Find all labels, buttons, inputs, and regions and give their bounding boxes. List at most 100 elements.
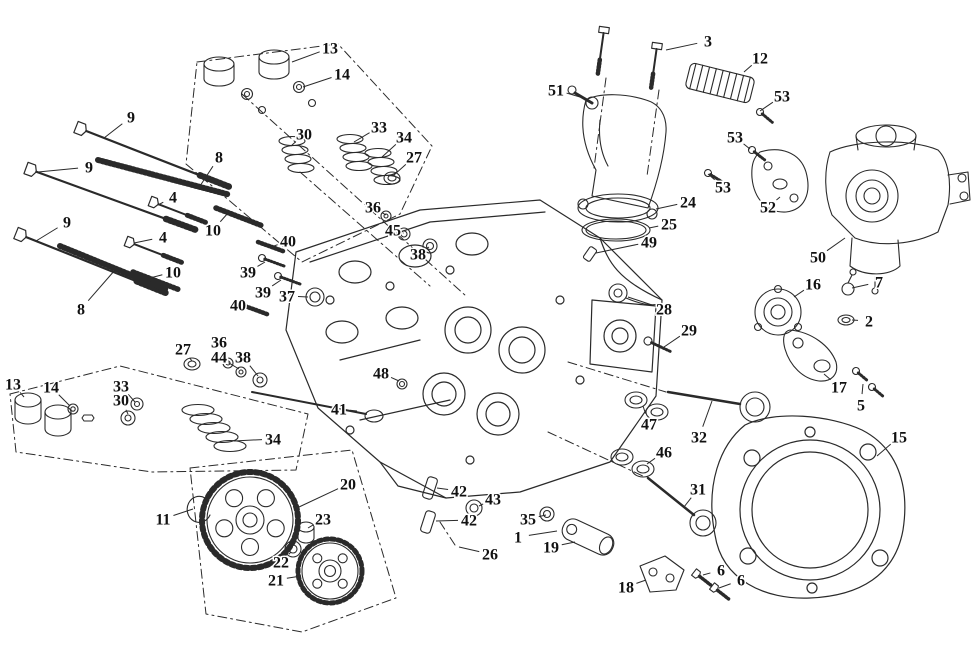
leader-line xyxy=(127,393,136,403)
part-number-label: 36 xyxy=(365,200,381,217)
part-number-label: 51 xyxy=(548,83,564,100)
part-callout-6-70: 6 xyxy=(702,561,727,581)
part-number-label: 13 xyxy=(5,377,21,394)
leader-line xyxy=(271,279,282,287)
part-number-label: 34 xyxy=(265,432,281,449)
part-callout-9-10: 9 xyxy=(37,158,95,178)
leader-line xyxy=(627,296,654,306)
leader-line xyxy=(743,143,751,150)
leader-line xyxy=(759,101,774,112)
part-callout-19-64: 19 xyxy=(542,538,576,558)
leader-line xyxy=(19,392,25,398)
part-callout-13-0: 13 xyxy=(291,39,340,63)
part-number-label: 28 xyxy=(656,302,672,319)
part-callout-38-21: 38 xyxy=(409,245,430,265)
part-callout-51-4: 51 xyxy=(547,81,581,101)
part-number-label: 36 xyxy=(211,335,227,352)
part-callout-9-11: 9 xyxy=(35,213,73,242)
part-callout-27-38: 27 xyxy=(174,340,193,362)
leader-line xyxy=(743,64,753,73)
part-callout-5-50: 5 xyxy=(856,383,867,416)
leader-line xyxy=(286,575,302,579)
temp-sensor-drawing xyxy=(841,268,857,296)
part-number-label: 39 xyxy=(255,285,271,302)
leader-line xyxy=(381,144,397,158)
part-number-label: 29 xyxy=(681,323,697,340)
part-callout-24-23: 24 xyxy=(655,193,698,213)
part-number-label: 53 xyxy=(727,130,743,147)
part-callout-20-56: 20 xyxy=(298,475,358,508)
leader-line xyxy=(248,307,255,311)
water-outlet-drawing xyxy=(753,268,885,399)
part-callout-7-36: 7 xyxy=(851,273,885,293)
part-number-label: 42 xyxy=(461,513,477,530)
part-number-label: 6 xyxy=(737,573,745,590)
leader-line xyxy=(58,394,71,407)
part-number-label: 16 xyxy=(805,277,821,294)
part-number-label: 6 xyxy=(717,563,725,580)
part-number-label: 17 xyxy=(831,380,847,397)
part-callout-30-15: 30 xyxy=(290,125,314,147)
leader-line xyxy=(826,237,846,252)
leader-line xyxy=(393,163,407,176)
part-number-label: 14 xyxy=(334,67,350,84)
part-number-label: 46 xyxy=(656,445,672,462)
part-callout-52-8: 52 xyxy=(759,196,781,218)
part-number-label: 4 xyxy=(159,230,167,247)
part-callout-35-61: 35 xyxy=(519,510,547,530)
part-callout-31-65: 31 xyxy=(683,480,708,508)
part-number-label: 40 xyxy=(230,298,246,315)
part-number-label: 53 xyxy=(774,89,790,106)
part-callout-39-30: 39 xyxy=(239,261,266,283)
part-callout-40-33: 40 xyxy=(229,296,255,316)
leader-line xyxy=(458,546,480,553)
part-number-label: 26 xyxy=(482,547,498,564)
leader-line xyxy=(707,173,716,181)
part-callout-8-12: 8 xyxy=(199,148,225,187)
leader-line xyxy=(35,227,58,242)
part-callout-9-9: 9 xyxy=(103,108,137,139)
part-callout-18-69: 18 xyxy=(617,578,647,598)
part-number-label: 27 xyxy=(406,150,422,167)
part-number-label: 19 xyxy=(543,540,559,557)
part-number-label: 11 xyxy=(155,512,170,529)
valves-right-drawing xyxy=(420,390,771,601)
part-number-label: 2 xyxy=(865,314,873,331)
part-callout-11-59: 11 xyxy=(154,508,194,530)
part-number-label: 18 xyxy=(618,580,634,597)
leader-line xyxy=(307,524,314,529)
part-number-label: 41 xyxy=(331,402,347,419)
cam-sprockets-drawing xyxy=(186,469,365,606)
leader-line xyxy=(291,51,320,63)
leader-line xyxy=(665,42,698,51)
leader-line xyxy=(655,203,678,210)
part-callout-53-5: 53 xyxy=(759,87,792,112)
leader-line xyxy=(219,212,229,223)
part-callout-26-66: 26 xyxy=(458,545,500,565)
leader-line xyxy=(435,519,459,522)
part-callout-8-29: 8 xyxy=(76,269,116,320)
part-number-label: 12 xyxy=(752,51,768,68)
part-callout-23-60: 23 xyxy=(307,510,333,530)
carburetor-drawing xyxy=(685,62,971,295)
part-number-label: 35 xyxy=(520,512,536,529)
bracket-drawing xyxy=(639,555,685,593)
part-number-label: 30 xyxy=(296,127,312,144)
part-number-label: 23 xyxy=(315,512,331,529)
part-number-label: 27 xyxy=(175,342,191,359)
part-number-label: 24 xyxy=(680,195,696,212)
leader-line xyxy=(823,373,832,381)
part-callout-49-25: 49 xyxy=(595,233,659,254)
part-callout-4-27: 4 xyxy=(133,228,169,248)
leader-line xyxy=(566,92,581,98)
leader-line xyxy=(718,583,731,589)
part-number-label: 33 xyxy=(113,379,129,396)
part-callout-32-52: 32 xyxy=(690,400,713,448)
part-callout-13-44: 13 xyxy=(4,375,25,398)
part-callout-2-37: 2 xyxy=(851,312,875,332)
leader-line xyxy=(298,488,339,508)
part-callout-30-47: 30 xyxy=(112,391,131,415)
leader-line xyxy=(642,405,646,414)
part-callout-10-18: 10 xyxy=(204,212,229,241)
